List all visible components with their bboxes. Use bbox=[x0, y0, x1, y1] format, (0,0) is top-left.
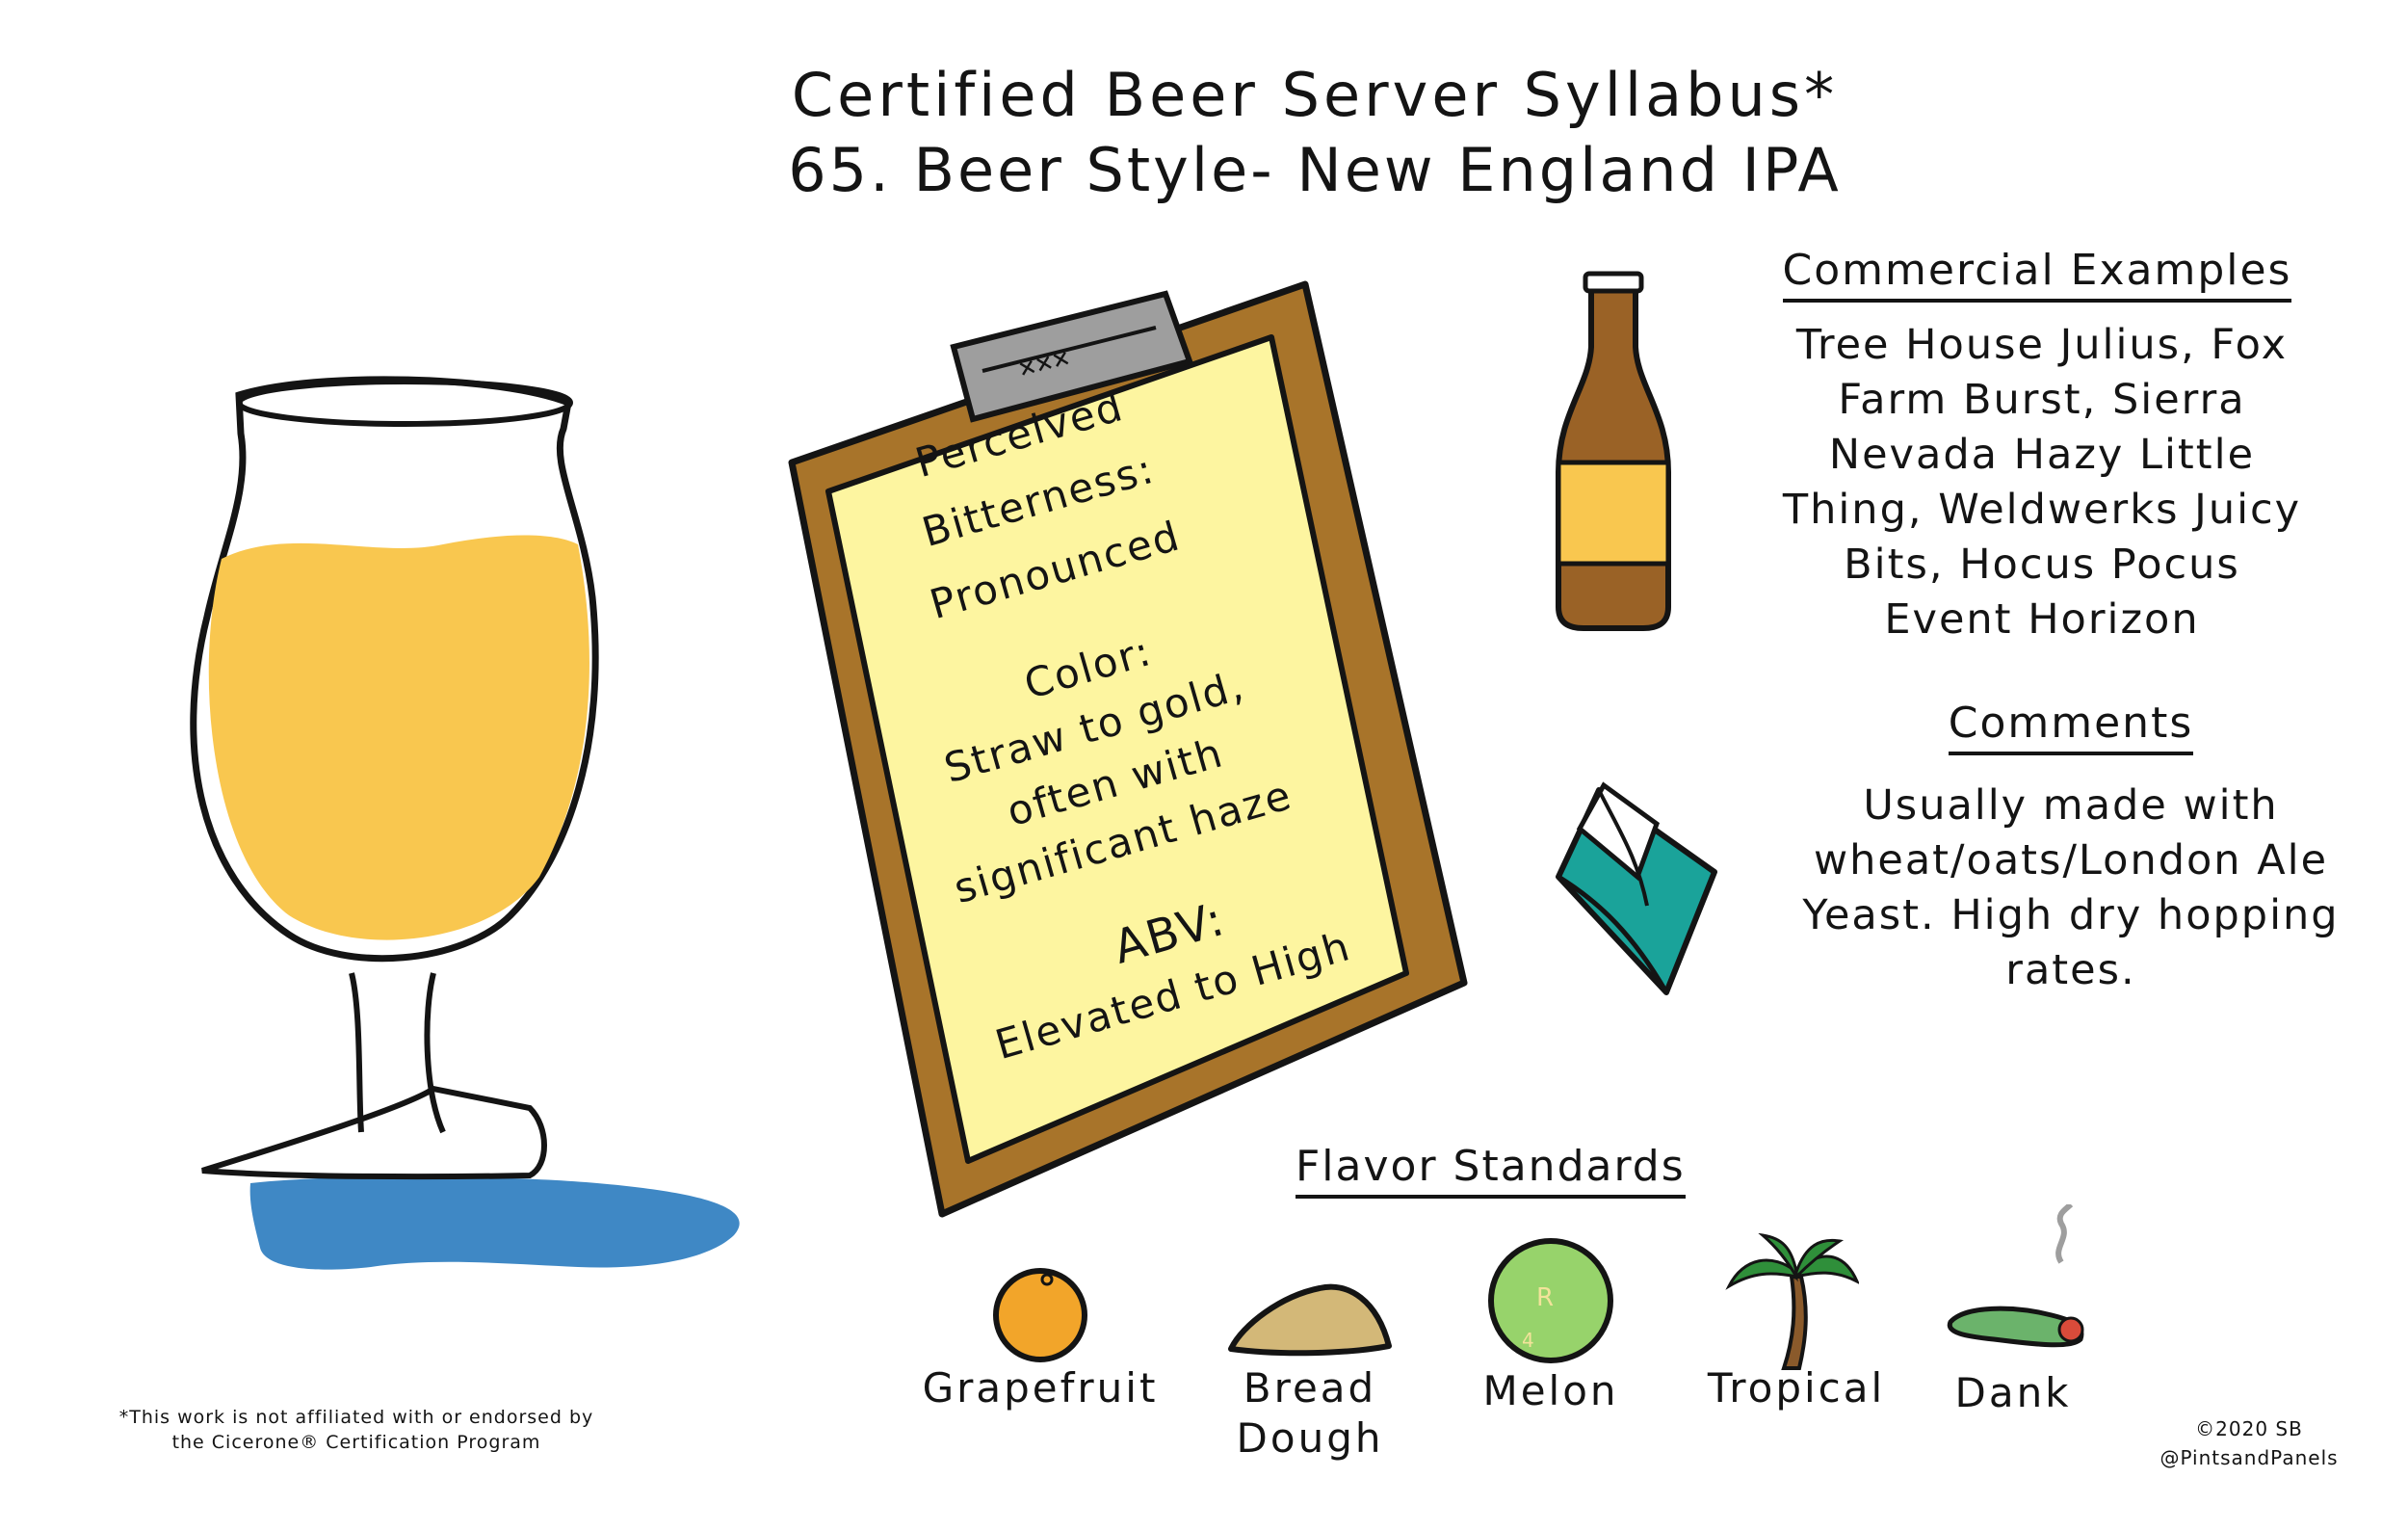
palm-tree-icon bbox=[1725, 1233, 1859, 1370]
melon-icon: R 4 bbox=[1488, 1238, 1613, 1363]
flavor-label-melon: Melon bbox=[1482, 1367, 1619, 1414]
copyright-text: ©2020 SB bbox=[2195, 1417, 2303, 1440]
comments-text: Usually made with wheat/oats/London Ale … bbox=[1763, 779, 2379, 998]
page-subtitle: 65. Beer Style- New England IPA bbox=[788, 135, 1842, 205]
commercial-example-line: Event Horizon bbox=[1884, 595, 2200, 644]
commercial-example-line: Nevada Hazy Little bbox=[1828, 431, 2256, 479]
comments-line: rates. bbox=[2005, 946, 2136, 994]
commercial-example-line: Thing, Weldwerks Juicy bbox=[1782, 486, 2302, 534]
commercial-example-line: Bits, Hocus Pocus bbox=[1844, 541, 2240, 589]
comments-line: wheat/oats/London Ale bbox=[1813, 836, 2329, 884]
comments-line: Yeast. High dry hopping bbox=[1802, 891, 2340, 939]
disclaimer-line: the Cicerone® Certification Program bbox=[171, 1432, 541, 1453]
clipboard-illustration: ××× bbox=[788, 280, 1468, 1218]
page-title: Certified Beer Server Syllabus* bbox=[791, 60, 1839, 130]
orange-fruit-icon bbox=[993, 1268, 1087, 1362]
disclaimer-line: *This work is not affiliated with or end… bbox=[118, 1407, 594, 1428]
book-icon bbox=[1556, 781, 1717, 995]
comments-line: Usually made with bbox=[1863, 781, 2279, 830]
smoking-pipe-icon bbox=[1947, 1204, 2084, 1348]
credits: ©2020 SB @PintsandPanels bbox=[2138, 1414, 2360, 1472]
author-handle: @PintsandPanels bbox=[2159, 1446, 2339, 1469]
commercial-example-line: Farm Burst, Sierra bbox=[1838, 376, 2246, 424]
flavor-label-bread-dough: Bread Dough bbox=[1236, 1364, 1384, 1462]
flavor-label-tropical: Tropical bbox=[1707, 1364, 1886, 1412]
commercial-example-line: Tree House Julius, Fox bbox=[1795, 321, 2289, 369]
flavor-standards-heading: Flavor Standards bbox=[1296, 1142, 1686, 1199]
flavor-label-grapefruit: Grapefruit bbox=[922, 1364, 1159, 1412]
commercial-examples-heading: Commercial Examples bbox=[1782, 246, 2292, 303]
svg-text:R: R bbox=[1536, 1283, 1554, 1312]
bread-dough-icon bbox=[1228, 1283, 1392, 1357]
flavor-label-dank: Dank bbox=[1954, 1369, 2072, 1416]
tulip-beer-glass-icon bbox=[190, 376, 740, 1270]
disclaimer: *This work is not affiliated with or end… bbox=[96, 1405, 616, 1455]
comments-heading: Comments bbox=[1948, 699, 2194, 755]
svg-text:4: 4 bbox=[1522, 1329, 1534, 1352]
puddle-illustration bbox=[249, 1176, 740, 1270]
beer-bottle-icon bbox=[1556, 271, 1671, 631]
commercial-examples-list: Tree House Julius, Fox Farm Burst, Sierr… bbox=[1724, 318, 2360, 647]
